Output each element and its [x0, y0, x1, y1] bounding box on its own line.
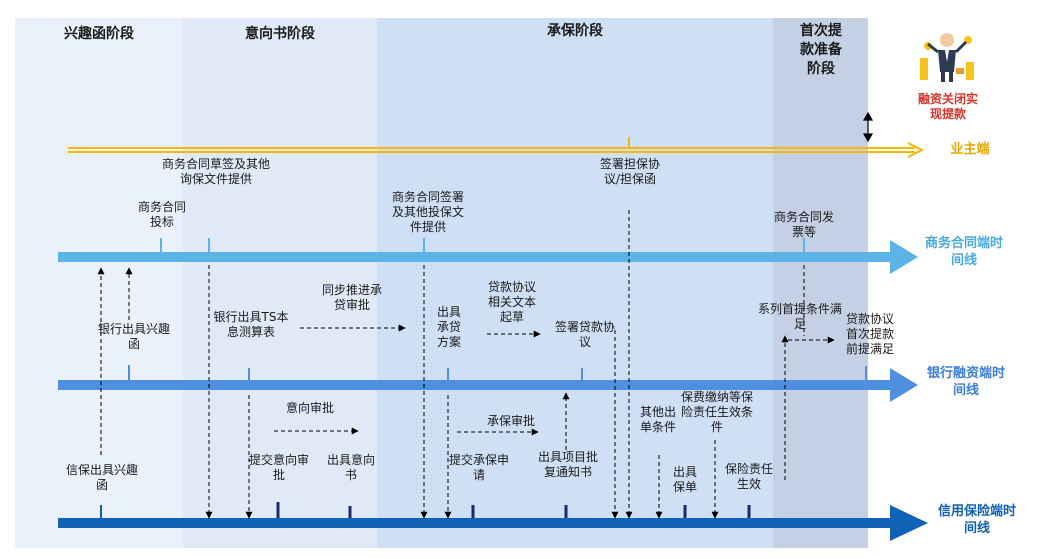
stage-band-interest — [15, 18, 183, 548]
lane-contract-label: 商务合同端时间线 — [924, 236, 1003, 268]
event-bank-interest-letter: 银行出具兴趣函 — [98, 322, 171, 351]
event-bank-loan-plan: 出具承贷方案 — [436, 305, 461, 349]
lane-owner-label: 业主端 — [950, 142, 990, 157]
event-contract-sign-draft: 商务合同草签及其他询保文件提供 — [161, 157, 270, 186]
event-contract-bid: 商务合同投标 — [137, 200, 186, 229]
event-contract-sign-formal: 商务合同签署及其他投保文件提供 — [391, 190, 464, 234]
event-ins-submit-uw: 提交承保申请 — [448, 453, 509, 482]
businessman-money-icon — [916, 28, 978, 86]
bank-timeline — [58, 365, 918, 402]
owner-timeline — [68, 137, 925, 158]
event-ins-interest-letter: 信保出具兴趣函 — [66, 463, 139, 492]
event-ins-issue-policy: 出具保单 — [672, 465, 697, 494]
lane-bank-label: 银行融资端时间线 — [926, 366, 1005, 398]
event-ins-intent-review: 意向审批 — [285, 401, 334, 415]
dependency-arrows — [97, 210, 835, 519]
event-ins-approval-notice: 出具项目批复通知书 — [538, 450, 599, 479]
event-ins-uw-review: 承保审批 — [486, 414, 535, 428]
insurance-timeline — [58, 502, 928, 541]
event-bank-sync-review: 同步推进承贷审批 — [322, 283, 383, 312]
event-bank-loan-sign: 签署贷款协议 — [555, 320, 616, 349]
event-ins-submit-intent: 提交意向审批 — [249, 453, 310, 482]
event-bank-loan-met: 贷款协议首次提款前提满足 — [845, 312, 894, 356]
legend-financial-close: 融资关闭实现提款 — [917, 92, 978, 121]
stage-title-intent: 意向书阶段 — [245, 26, 315, 42]
stage-band-underwriting — [377, 18, 773, 548]
contract-timeline — [58, 238, 918, 274]
event-contract-invoice: 商务合同发票等 — [774, 210, 835, 239]
stage-title-interest: 兴趣函阶段 — [64, 26, 134, 42]
event-ins-other-conditions: 其他出单条件 — [640, 405, 677, 434]
event-bank-loan-draft: 贷款协议相关文本起草 — [487, 280, 536, 324]
event-ins-intent-letter: 出具意向书 — [326, 453, 375, 482]
first-draw-marker — [862, 111, 874, 143]
event-bank-first-conditions: 系列首提条件满足 — [758, 302, 843, 331]
event-ins-effective: 保险责任生效 — [724, 462, 773, 491]
stage-title-underwriting: 承保阶段 — [547, 23, 603, 39]
lane-insurance-label: 信用保险端时间线 — [937, 504, 1016, 536]
stage-band-intent — [183, 18, 377, 548]
event-bank-ts: 银行出具TS本息测算表 — [213, 310, 289, 339]
event-guarantee-sign: 签署担保协议/担保函 — [600, 157, 661, 186]
event-ins-premium-conditions: 保费缴纳等保险责任生效条件 — [681, 390, 754, 434]
stage-title-first-draw: 首次提款准备阶段 — [800, 23, 842, 77]
stage-band-first-draw — [773, 18, 868, 548]
